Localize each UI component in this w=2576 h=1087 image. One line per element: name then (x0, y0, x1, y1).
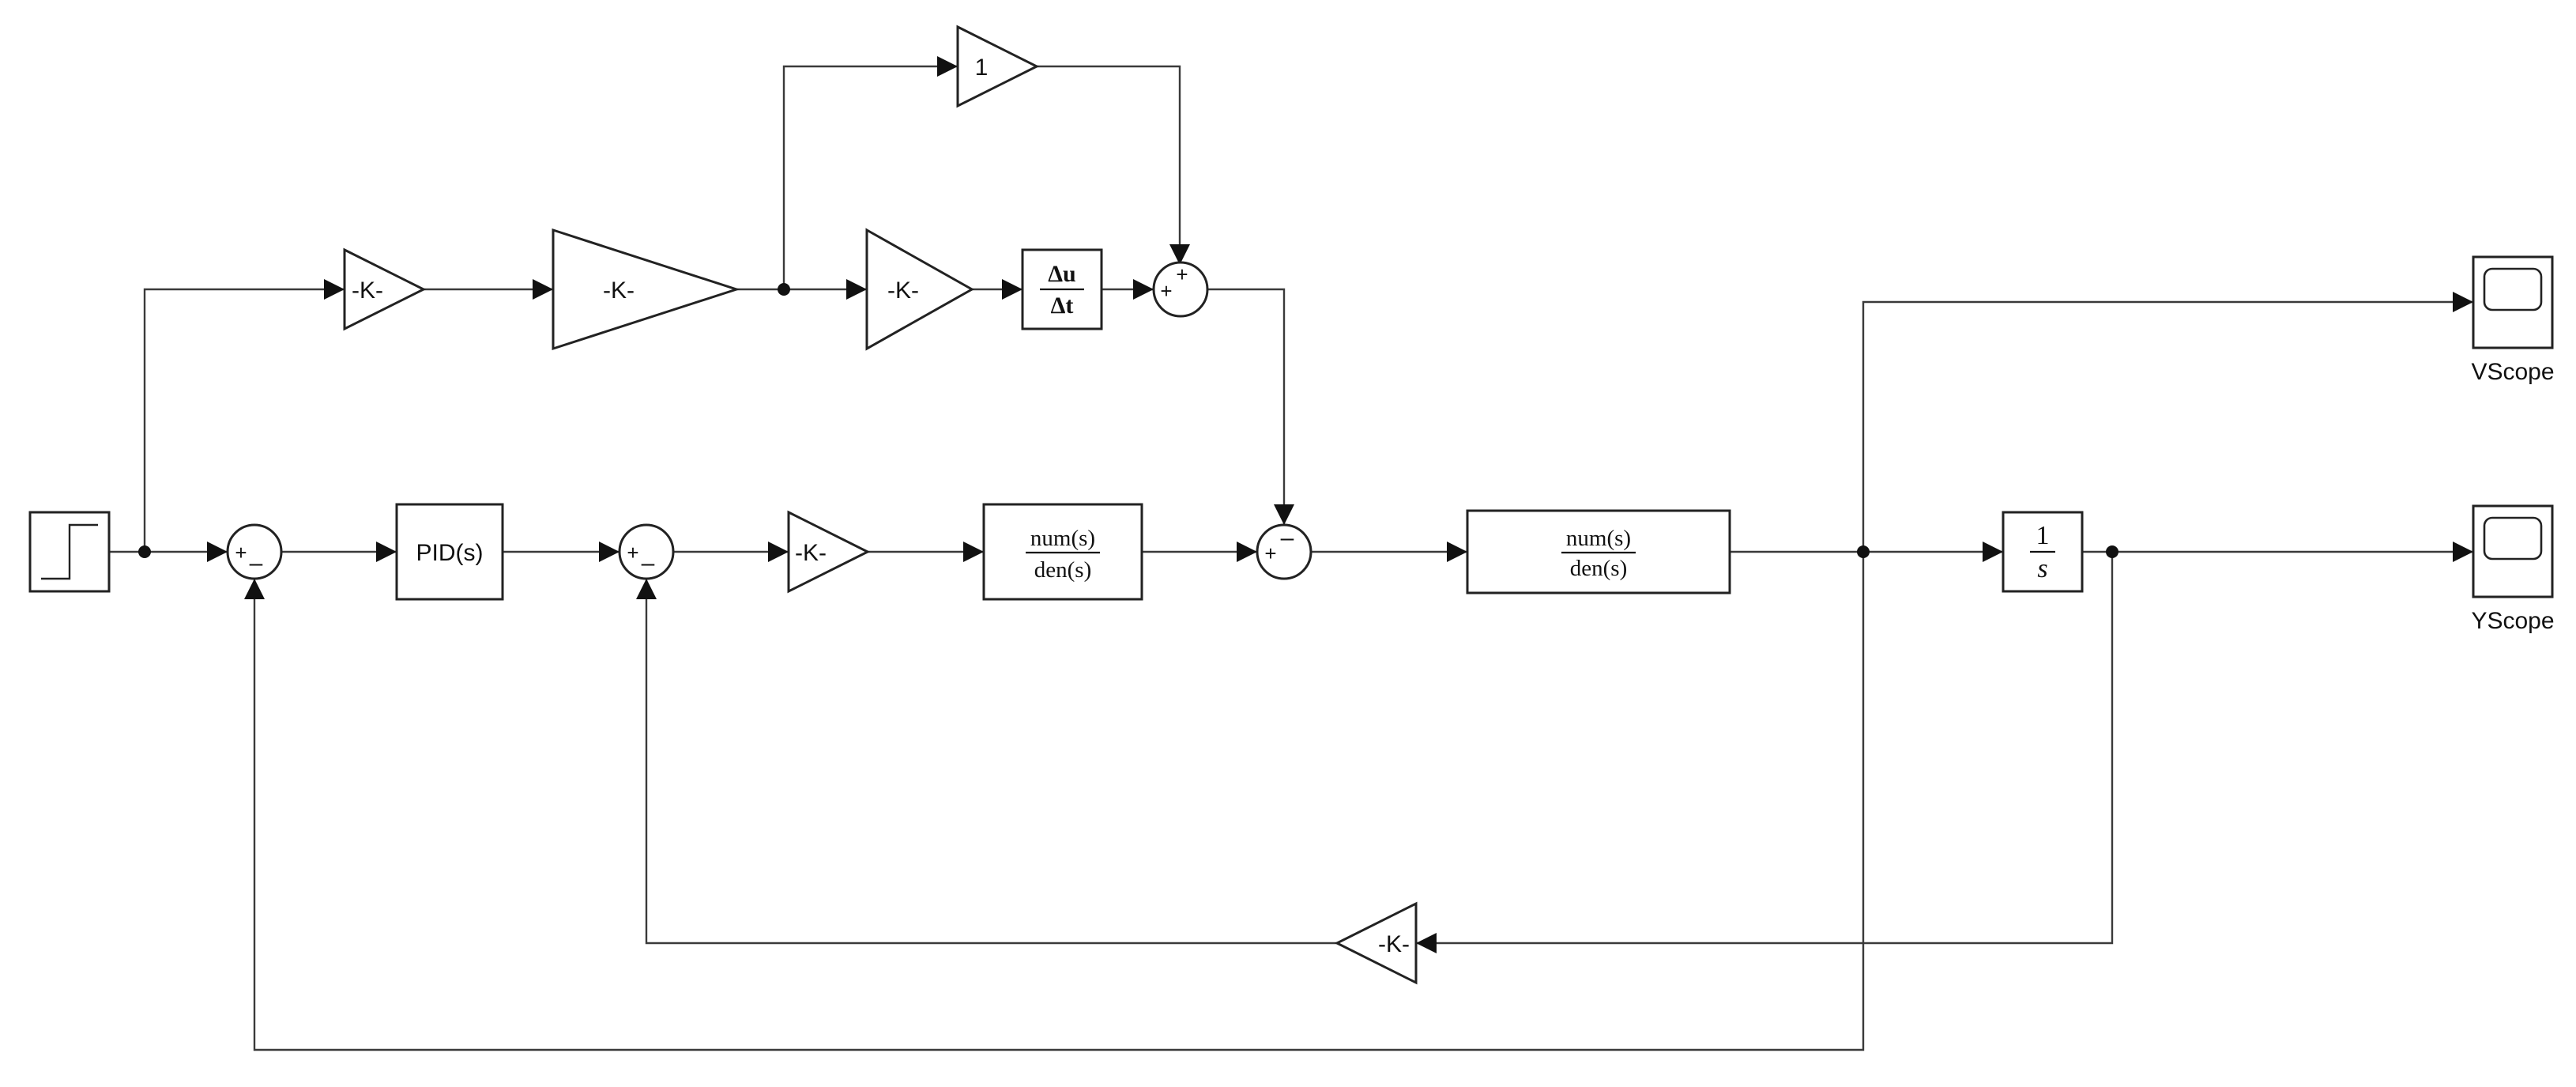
gain-label: -K- (795, 540, 827, 566)
tf-denominator: den(s) (1570, 556, 1627, 581)
sum-sign: – (1281, 525, 1294, 551)
yscope-block[interactable]: YScope (2471, 504, 2555, 634)
pid-label: PID(s) (416, 540, 484, 566)
integrator-numerator: 1 (2036, 521, 2050, 550)
branch-point (778, 283, 790, 296)
sum-sign: + (1176, 262, 1188, 286)
sum-block-3[interactable]: + – (1256, 523, 1312, 580)
derivative-numerator: Δu (1048, 261, 1076, 287)
tf-numerator: num(s) (1030, 526, 1095, 551)
sum-sign: – (642, 550, 655, 576)
sum-block-1[interactable]: + – (226, 523, 283, 580)
step-block[interactable] (28, 511, 111, 593)
gain-block-top-3[interactable]: -K- (865, 228, 975, 351)
vscope-label: VScope (2471, 359, 2554, 385)
gain-label: -K- (1378, 931, 1410, 957)
tf-numerator: num(s) (1566, 526, 1631, 551)
transfer-function-block-2[interactable]: num(s) den(s) (1466, 509, 1731, 594)
sum-sign: + (627, 541, 638, 564)
sum-block-2[interactable]: + – (618, 523, 675, 580)
sum-sign: + (1264, 542, 1276, 565)
gain-label: -K- (887, 277, 919, 304)
integrator-denominator: s (2037, 554, 2047, 583)
branch-point (1857, 545, 1870, 558)
sum-block-derivative[interactable]: + + (1152, 261, 1209, 318)
yscope-label: YScope (2471, 608, 2554, 634)
scope-screen-icon (2483, 516, 2543, 560)
gain-block-top-2[interactable]: -K- (552, 228, 740, 351)
branch-point (138, 545, 151, 558)
gain-label: -K- (352, 277, 383, 304)
branch-points (138, 283, 2118, 558)
scope-screen-icon (2483, 267, 2543, 311)
pid-controller-block[interactable]: PID(s) (395, 503, 504, 601)
sum-sign: – (250, 550, 263, 576)
signal-lines (109, 56, 2473, 1051)
derivative-block[interactable]: Δu Δt (1021, 248, 1103, 330)
gain-block-inner[interactable]: -K- (787, 510, 871, 594)
gain-block-top-1[interactable]: -K- (343, 247, 427, 331)
step-icon (41, 523, 98, 580)
vscope-block[interactable]: VScope (2471, 255, 2555, 385)
gain-label: 1 (975, 55, 989, 81)
gain-label: -K- (603, 277, 635, 304)
integrator-block[interactable]: 1 s (2002, 511, 2084, 593)
gain-block-unity[interactable]: 1 (956, 25, 1040, 108)
tf-denominator: den(s) (1034, 557, 1091, 583)
derivative-denominator: Δt (1051, 293, 1074, 319)
sum-sign: + (1160, 279, 1172, 303)
sum-sign: + (235, 541, 247, 564)
transfer-function-block-1[interactable]: num(s) den(s) (982, 503, 1143, 601)
branch-point (2106, 545, 2118, 558)
gain-block-feedback[interactable]: -K- (1334, 901, 1418, 985)
